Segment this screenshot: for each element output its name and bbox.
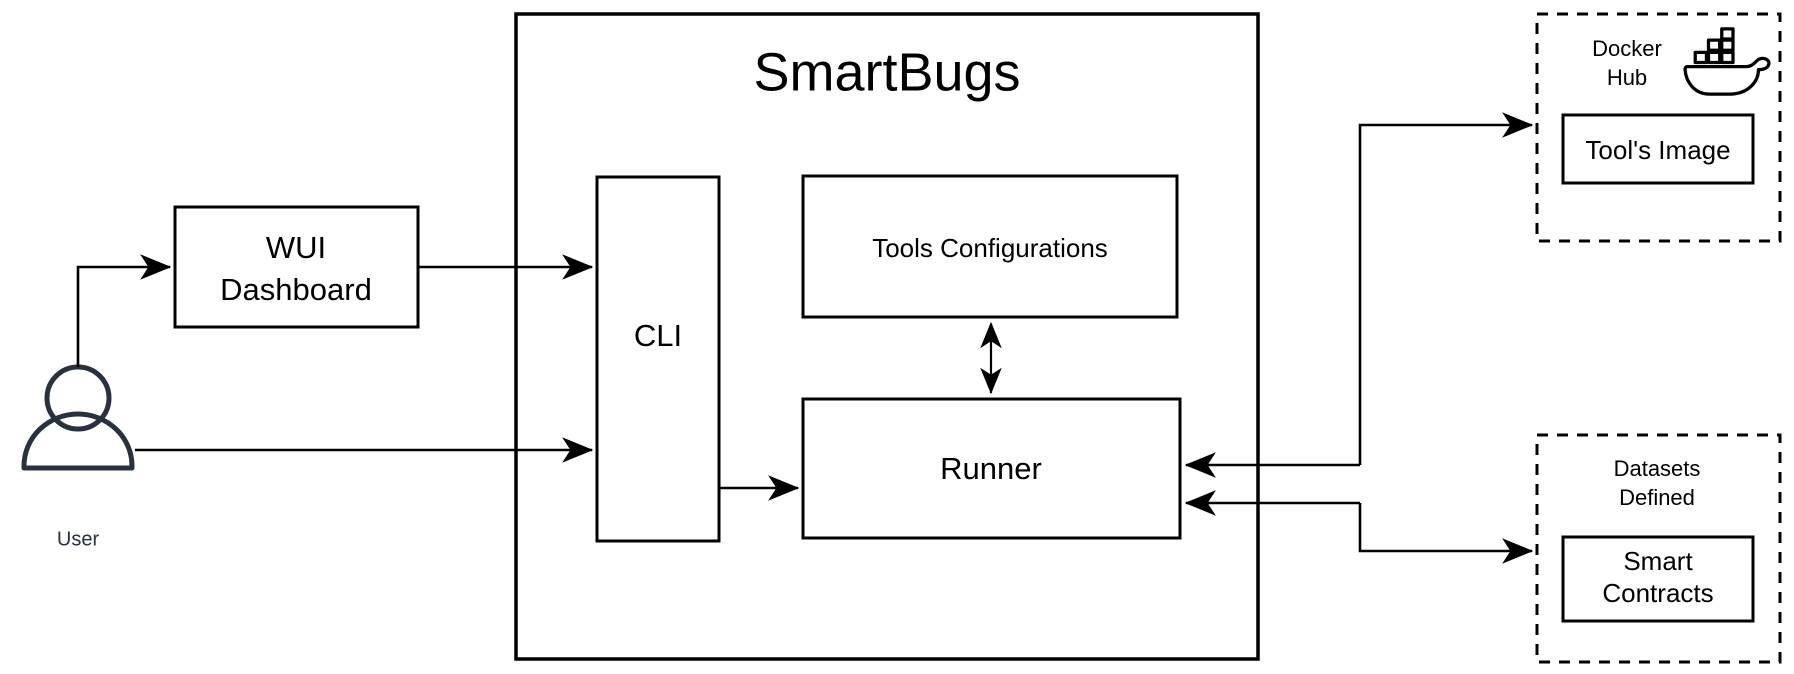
user-actor: User xyxy=(21,364,135,550)
cli-box xyxy=(595,175,721,543)
tools-configurations-node: Tools Configurations xyxy=(801,174,1179,319)
tools-image-box xyxy=(1561,113,1755,185)
tools-configurations-label: Tools Configurations xyxy=(872,233,1108,263)
docker-hub-title-line2: Hub xyxy=(1607,65,1647,90)
wui-dashboard-label-line2: Dashboard xyxy=(220,272,372,307)
wui-dashboard-label-line1: WUI xyxy=(266,230,326,265)
docker-whale-icon xyxy=(1683,27,1771,96)
smart-contracts-label-line1: Smart xyxy=(1623,546,1693,576)
smart-contracts-box xyxy=(1561,535,1755,623)
connector-user-to-wui xyxy=(76,254,172,367)
wui-dashboard-node: WUI Dashboard xyxy=(173,205,420,329)
connector-runner-to-docker-hub xyxy=(1358,112,1534,465)
smart-contracts-node: Smart Contracts xyxy=(1561,535,1755,623)
runner-box xyxy=(801,397,1182,540)
tools-configurations-box xyxy=(801,174,1179,319)
docker-hub-panel: Docker Hub Tool's Image xyxy=(1535,12,1782,243)
datasets-defined-panel: Datasets Defined Smart Contracts xyxy=(1535,433,1782,664)
datasets-defined-title-line1: Datasets xyxy=(1614,456,1701,481)
runner-node: Runner xyxy=(801,397,1182,540)
tools-image-label: Tool's Image xyxy=(1585,135,1730,165)
user-label: User xyxy=(57,528,100,550)
cli-label: CLI xyxy=(634,318,682,353)
smart-contracts-label-line2: Contracts xyxy=(1602,578,1713,608)
datasets-defined-title-line2: Defined xyxy=(1619,485,1695,510)
wui-dashboard-box xyxy=(173,205,420,329)
runner-label: Runner xyxy=(940,451,1042,486)
cli-node: CLI xyxy=(595,175,721,543)
docker-hub-title-line1: Docker xyxy=(1592,36,1662,61)
user-icon xyxy=(21,364,135,471)
connector-runner-to-datasets xyxy=(1358,503,1534,564)
tools-image-node: Tool's Image xyxy=(1561,113,1755,185)
smartbugs-title: SmartBugs xyxy=(753,42,1020,102)
